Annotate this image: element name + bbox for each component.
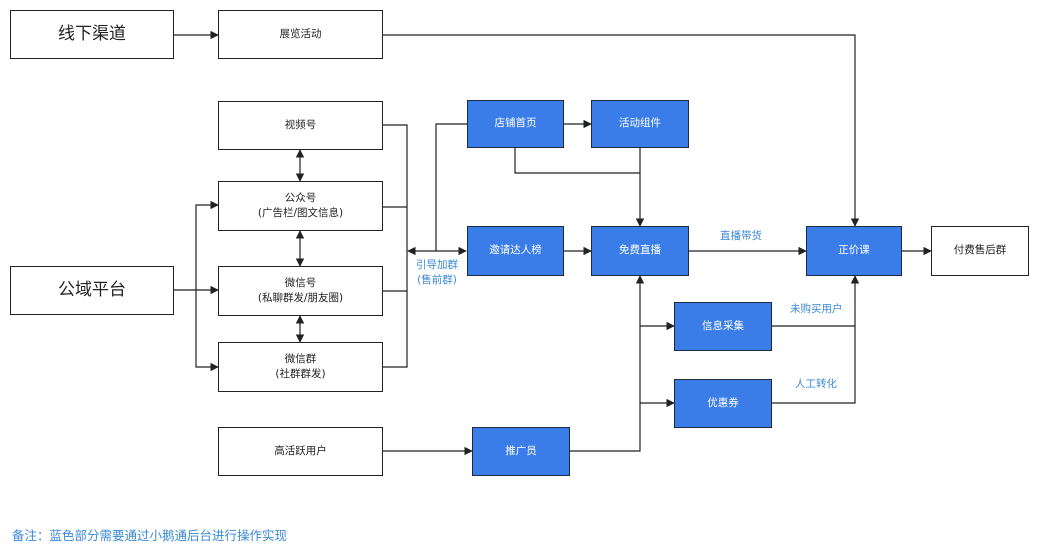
node-after-sale-group: 付费售后群 — [931, 226, 1029, 276]
node-label: 店铺首页 — [494, 117, 537, 130]
label-line: 引导加群 — [416, 259, 458, 271]
node-sublabel: (社群群发) — [275, 368, 326, 380]
node-exhibition: 展览活动 — [218, 10, 383, 59]
node-label: 免费直播 — [619, 244, 661, 257]
node-public-platform: 公域平台 — [10, 266, 174, 315]
node-label: 付费售后群 — [953, 244, 1007, 257]
node-label: 高活跃用户 — [274, 444, 327, 457]
node-free-live: 免费直播 — [591, 226, 689, 276]
node-label: 活动组件 — [619, 117, 661, 130]
node-offline-channel: 线下渠道 — [10, 10, 174, 59]
node-sublabel: (广告栏/图文信息) — [257, 207, 344, 219]
node-label: 线下渠道 — [58, 24, 126, 45]
node-label: 微信号 — [284, 276, 317, 289]
node-promoter: 推广员 — [472, 427, 570, 476]
node-label: 公众号 — [284, 191, 317, 204]
arrow-public-to-group — [195, 290, 219, 372]
node-video-account: 视频号 — [218, 101, 383, 150]
arrow-public-to-official — [195, 200, 219, 290]
line-shop-down — [514, 148, 640, 174]
node-label: 正价课 — [838, 244, 870, 257]
node-sublabel: (私聊群发/朋友圈) — [257, 292, 344, 304]
node-label: 展览活动 — [279, 27, 322, 40]
node-info-collect: 信息采集 — [674, 302, 772, 351]
node-wechat-account: 微信号 (私聊群发/朋友圈) — [218, 266, 383, 316]
node-paid-course: 正价课 — [806, 226, 902, 276]
node-invite-rank: 邀请达人榜 — [467, 226, 564, 276]
node-active-users: 高活跃用户 — [218, 427, 383, 476]
line-coupon-to-paid — [772, 326, 856, 404]
node-coupon: 优惠券 — [674, 379, 772, 428]
node-shop-home: 店铺首页 — [467, 100, 564, 148]
node-label: 公域平台 — [58, 280, 126, 301]
label-not-bought: 未购买用户 — [790, 303, 843, 315]
node-label: 视频号 — [284, 118, 317, 131]
arrow-info-to-paid — [772, 275, 860, 327]
line-shop-to-guide — [435, 123, 467, 251]
node-label: 微信群 — [284, 352, 317, 365]
arrow-exhibition-to-paid-course — [383, 34, 860, 227]
label-guide-to-group: 引导加群 (售前群) — [408, 258, 466, 288]
node-official-account: 公众号 (广告栏/图文信息) — [218, 181, 383, 231]
node-label: 推广员 — [505, 444, 537, 457]
label-line: (售前群) — [417, 274, 457, 287]
arrow-promoter-to-live — [570, 275, 645, 452]
label-live-sale: 直播带货 — [720, 230, 762, 242]
label-manual-conversion: 人工转化 — [795, 378, 837, 390]
node-label: 邀请达人榜 — [489, 244, 542, 257]
bracket-channels — [383, 124, 408, 368]
footnote: 备注：蓝色部分需要通过小鹅通后台进行操作实现 — [12, 528, 288, 543]
node-label: 信息采集 — [702, 319, 744, 332]
node-activity-widget: 活动组件 — [591, 100, 689, 148]
node-wechat-group: 微信群 (社群群发) — [218, 342, 383, 392]
node-label: 优惠券 — [707, 396, 739, 409]
